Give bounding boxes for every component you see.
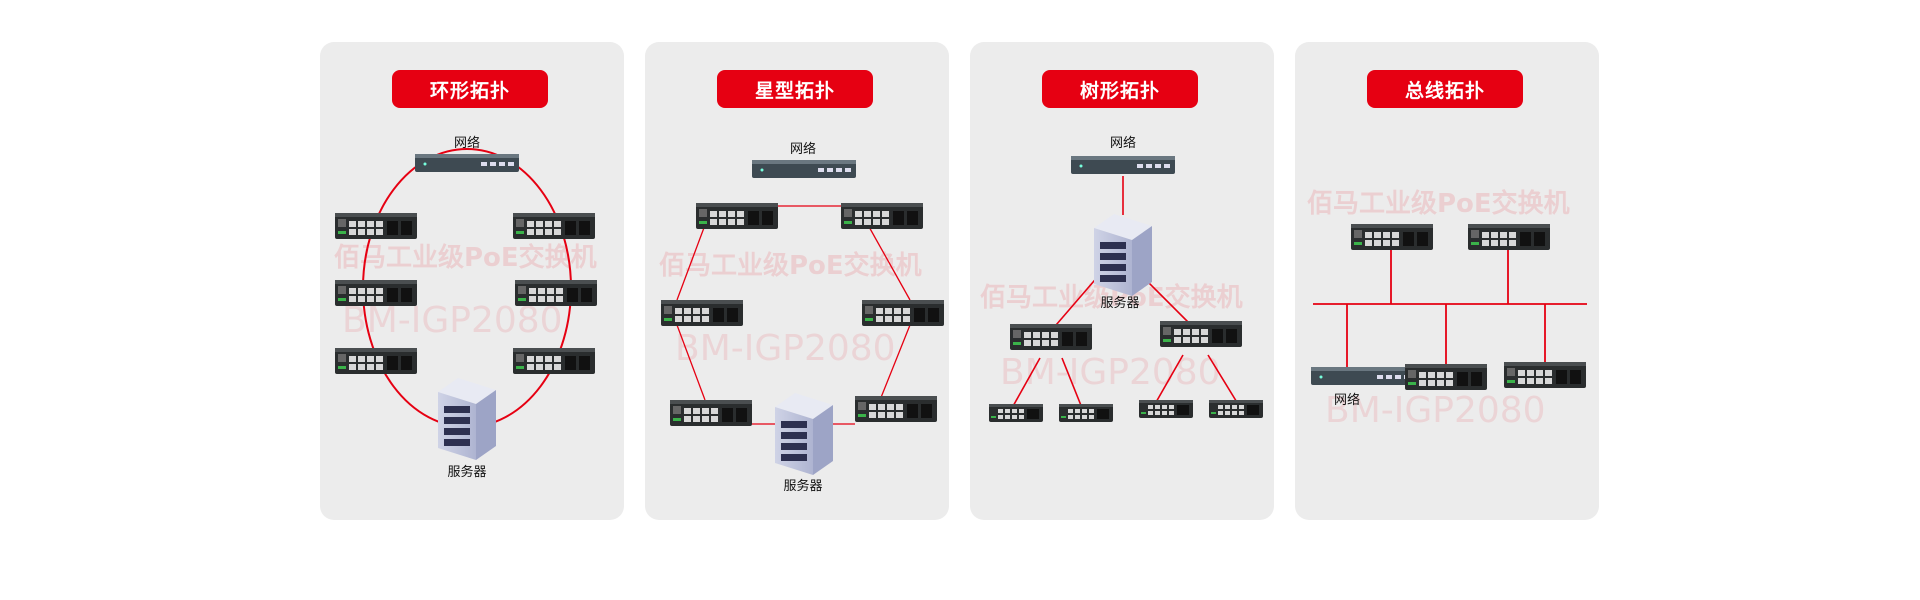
switch-icon: [1351, 224, 1433, 250]
watermark-line1: 佰马工业级PoE交换机: [1307, 188, 1570, 219]
panel-title: 树形拓扑: [1042, 70, 1198, 108]
switch-icon: [1468, 224, 1550, 250]
tree-topology-diagram: 佰马工业级PoE交换机 BM-IGP2080 网络 服务器: [980, 135, 1263, 422]
tree-links: [1011, 176, 1239, 409]
switch-icon: [1504, 362, 1586, 388]
bus-topology-panel: 总线拓扑 佰马工业级PoE交换机 BM-IGP2080 网络: [1295, 42, 1599, 520]
network-device-icon: [752, 160, 856, 178]
star-topology-diagram: 佰马工业级PoE交换机 BM-IGP2080 网络 服务器: [659, 141, 944, 494]
panel-title: 总线拓扑: [1367, 70, 1523, 108]
bus-topology-diagram: 佰马工业级PoE交换机 BM-IGP2080 网络: [1307, 188, 1587, 431]
network-device-icon: [415, 154, 519, 172]
switch-icon: [989, 404, 1043, 422]
switch-icon: [513, 348, 595, 374]
watermark-line1: 佰马工业级PoE交换机: [334, 242, 597, 273]
star-topology-panel: 星型拓扑 佰马工业级PoE交换机 BM-IGP2080 网络 服务器: [645, 42, 949, 520]
switch-icon: [1139, 400, 1193, 418]
network-label: 网络: [790, 141, 816, 157]
ring-topology-panel: 环形拓扑 佰马工业级PoE交换机 BM-IGP2080 网络 服务器: [320, 42, 624, 520]
switch-icon: [841, 203, 923, 229]
switch-icon: [335, 280, 417, 306]
watermark-line1: 佰马工业级PoE交换机: [659, 250, 922, 281]
server-icon: [775, 393, 833, 475]
panel-title: 环形拓扑: [392, 70, 548, 108]
server-label: 服务器: [1100, 295, 1139, 311]
switch-icon: [1059, 404, 1113, 422]
watermark-line2: BM-IGP2080: [675, 328, 896, 369]
network-device-icon: [1311, 367, 1415, 385]
network-label: 网络: [1110, 135, 1136, 151]
switch-icon: [1209, 400, 1263, 418]
tree-topology-panel: 树形拓扑 佰马工业级PoE交换机 BM-IGP2080 网络 服务器: [970, 42, 1274, 520]
watermark-line2: BM-IGP2080: [342, 300, 563, 341]
network-label: 网络: [454, 135, 480, 151]
switch-icon: [335, 348, 417, 374]
server-label: 服务器: [783, 478, 822, 494]
switch-icon: [670, 400, 752, 426]
switch-icon: [513, 213, 595, 239]
watermark-line2: BM-IGP2080: [1325, 390, 1546, 431]
switch-icon: [1010, 324, 1092, 350]
switch-icon: [862, 300, 944, 326]
watermark-line2: BM-IGP2080: [1000, 352, 1221, 393]
server-label: 服务器: [447, 464, 486, 480]
ring-topology-diagram: 佰马工业级PoE交换机 BM-IGP2080 网络 服务器: [334, 135, 597, 480]
switch-icon: [696, 203, 778, 229]
network-label: 网络: [1334, 392, 1360, 408]
server-icon: [1094, 214, 1152, 296]
bus-links: [1313, 250, 1587, 367]
switch-icon: [661, 300, 743, 326]
switch-icon: [855, 396, 937, 422]
network-device-icon: [1071, 156, 1175, 174]
switch-icon: [1160, 321, 1242, 347]
switch-icon: [335, 213, 417, 239]
server-icon: [438, 378, 496, 460]
panel-title: 星型拓扑: [717, 70, 873, 108]
switch-icon: [1405, 364, 1487, 390]
switch-icon: [515, 280, 597, 306]
